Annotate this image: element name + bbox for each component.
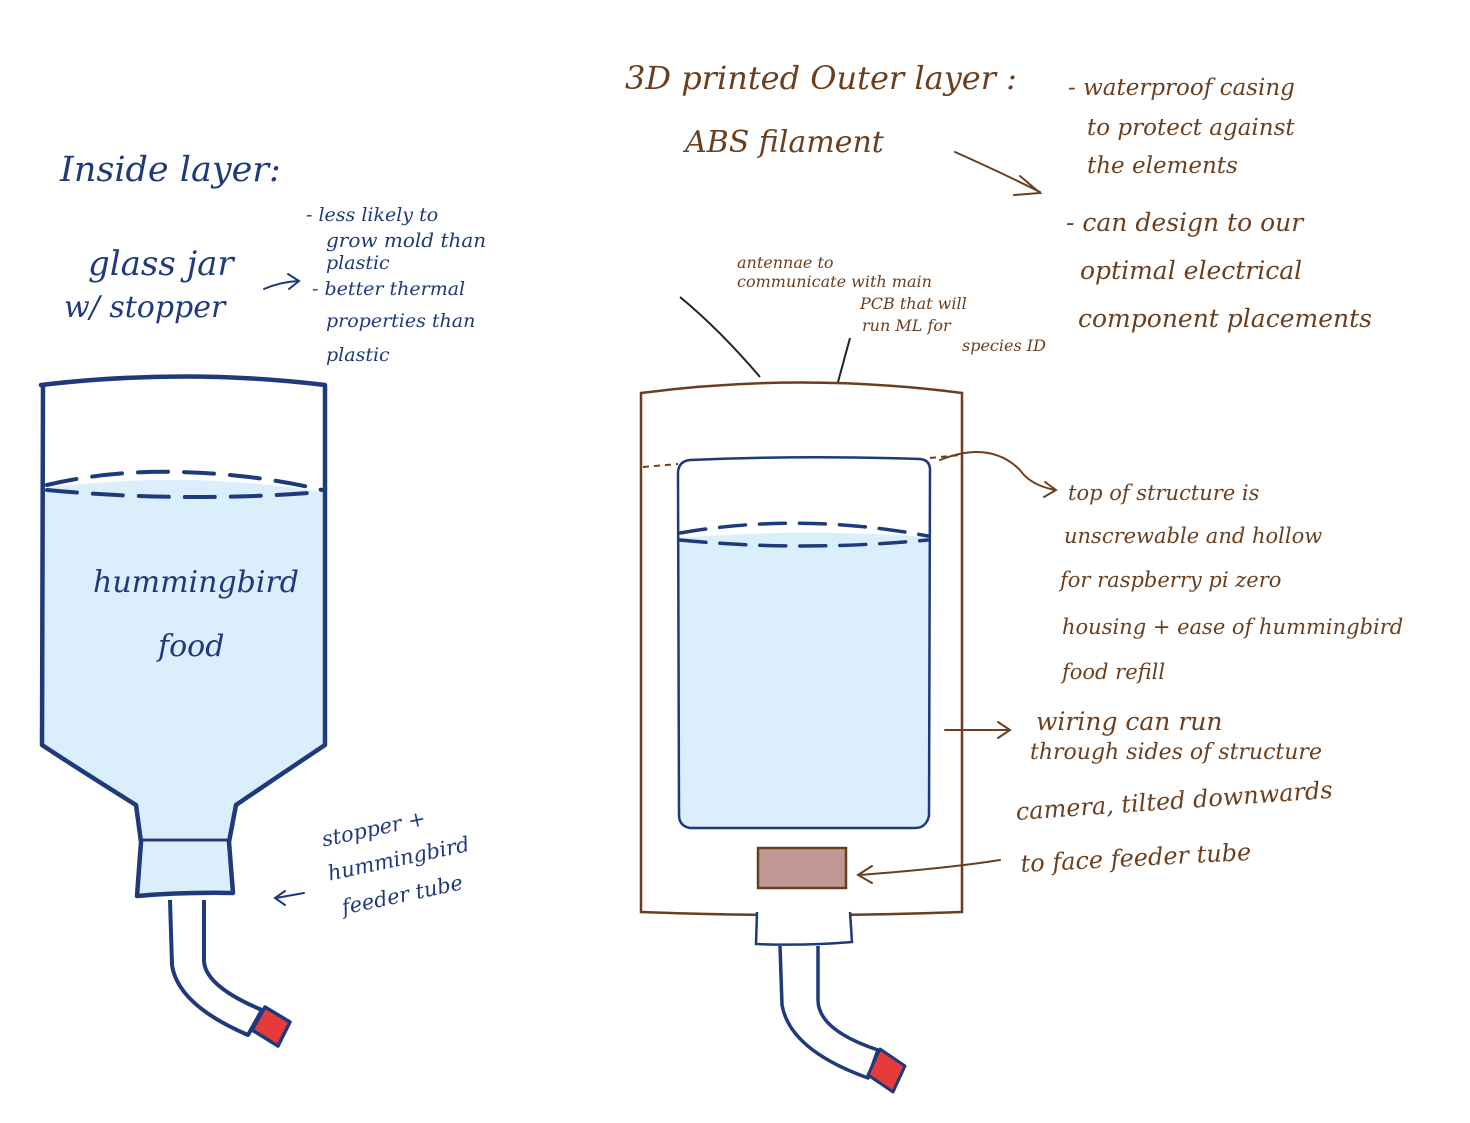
inside-note-line: plastic — [326, 346, 390, 365]
casing-collar — [756, 912, 852, 945]
hummingbird-food-label: food — [158, 632, 224, 662]
outer-note-line: optimal electrical — [1080, 258, 1302, 283]
outer-layer-title: 3D printed Outer layer : — [625, 62, 1017, 94]
wiring-note-line: through sides of structure — [1030, 742, 1322, 764]
inside-note-line: - better thermal — [312, 280, 465, 299]
inside-note-line: - less likely to — [306, 206, 438, 225]
wiring-note-line: wiring can run — [1036, 709, 1223, 734]
outer-note-line: - can design to our — [1066, 210, 1303, 235]
top-structure-note-line: for raspberry pi zero — [1060, 570, 1281, 591]
outer-note-line: to protect against — [1087, 117, 1295, 140]
camera-block — [758, 848, 846, 888]
inside-layer-title: Inside layer: — [60, 153, 281, 188]
hummingbird-food-label: hummingbird — [93, 568, 299, 598]
stopper-label: w/ stopper — [64, 293, 225, 323]
antenna-note-line: species ID — [962, 338, 1046, 354]
inside-note-line: properties than — [326, 312, 475, 331]
top-structure-note-line: unscrewable and hollow — [1064, 526, 1322, 547]
glass-jar-label: glass jar — [88, 247, 234, 281]
top-structure-note-line: top of structure is — [1068, 483, 1259, 504]
inner-jar-liquid — [679, 533, 929, 828]
antenna-note-line: antennae to — [737, 255, 834, 271]
inside-note-line: grow mold than — [326, 230, 486, 250]
inside-note-line: plastic — [326, 254, 390, 273]
outer-note-line: component placements — [1078, 306, 1372, 331]
outer-note-line: the elements — [1087, 155, 1238, 178]
top-structure-note-line: housing + ease of hummingbird — [1062, 617, 1403, 638]
outer-note-line: - waterproof casing — [1068, 77, 1295, 100]
antenna-note-line: PCB that will — [860, 296, 967, 312]
jar-neck-fill — [137, 840, 232, 896]
top-structure-note-line: food refill — [1062, 662, 1165, 683]
antenna-note-line: communicate with main — [737, 274, 932, 290]
antenna-note-line: run ML for — [862, 318, 951, 334]
abs-filament-label: ABS filament — [685, 128, 884, 158]
